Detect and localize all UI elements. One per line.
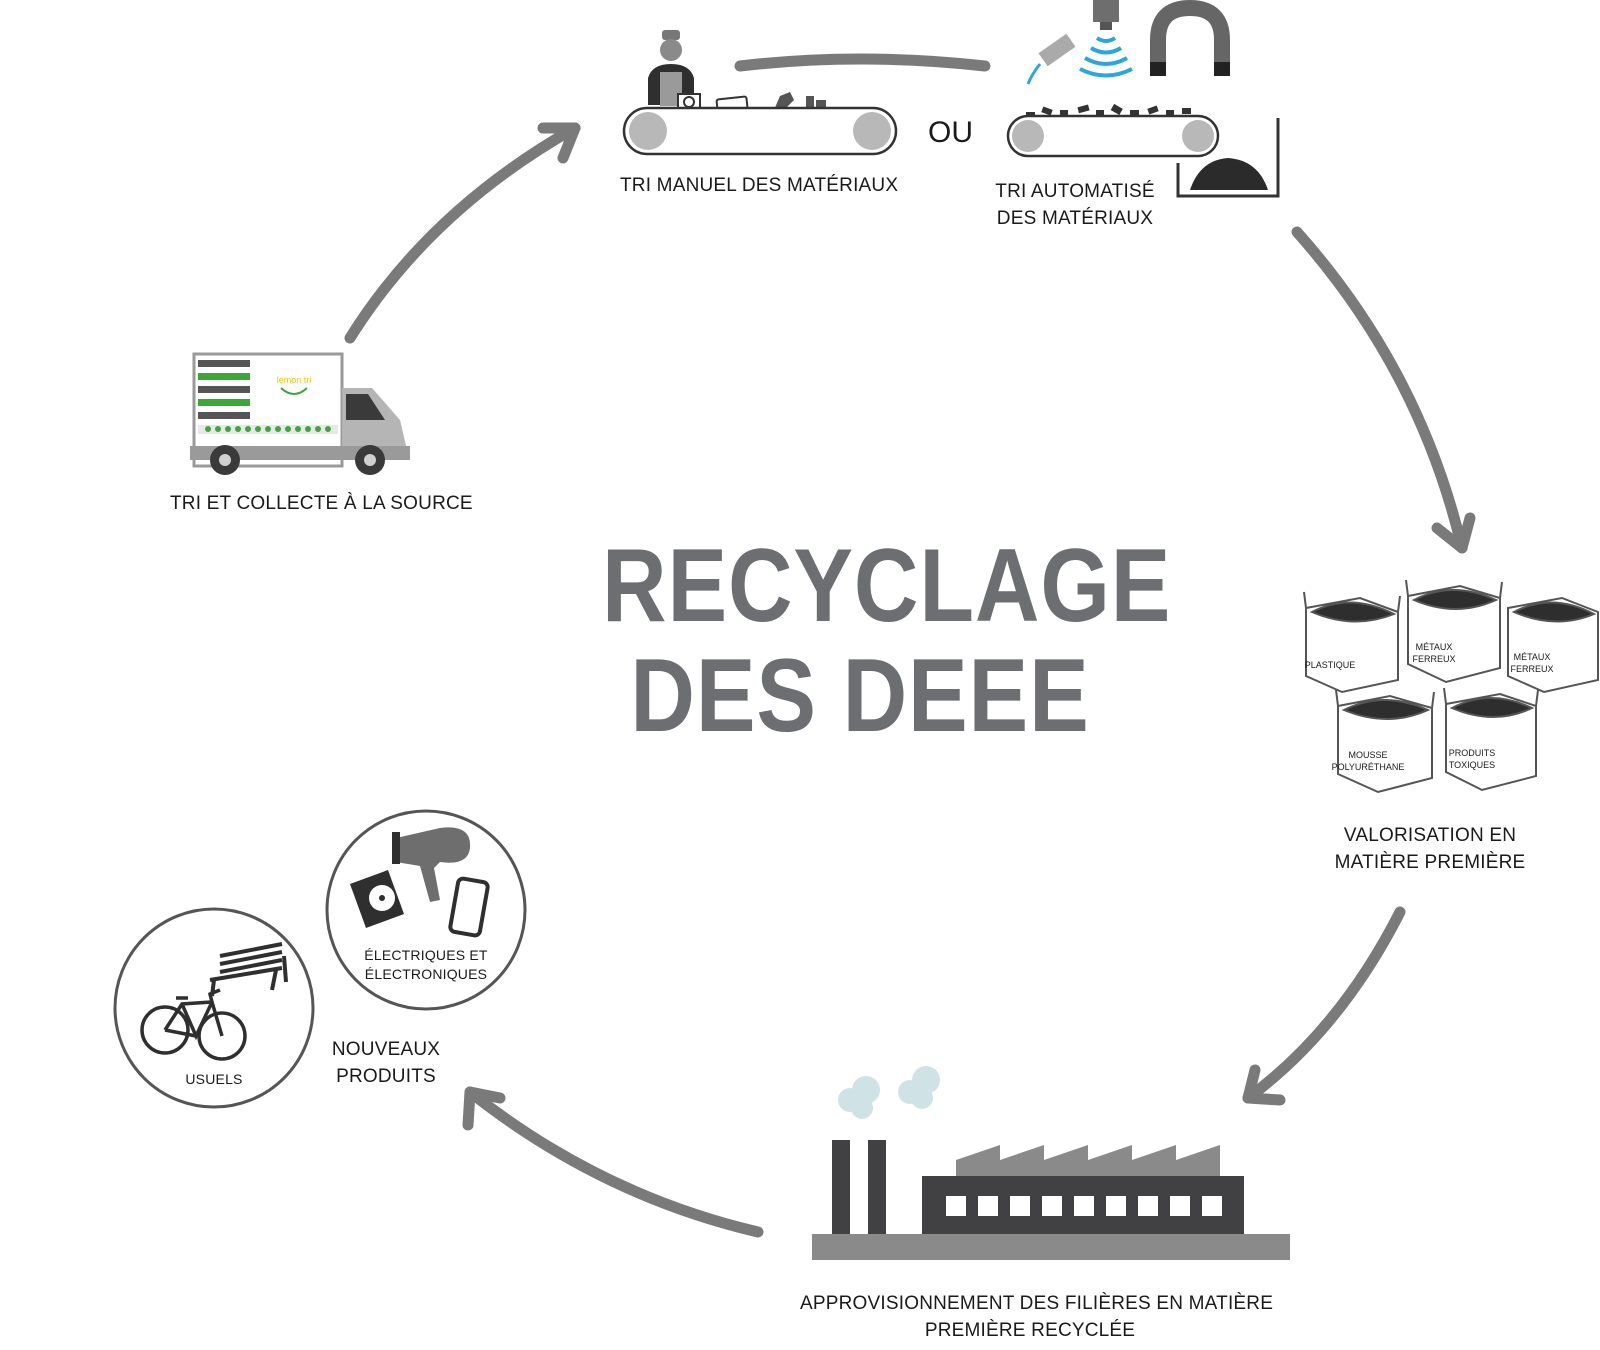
label-supply-line2: PREMIÈRE RECYCLÉE xyxy=(924,1320,1136,1341)
label-usual: USUELS xyxy=(185,1071,243,1087)
bag-label: MÉTAUX xyxy=(1514,652,1551,662)
bag-label: FERREUX xyxy=(1510,664,1553,674)
bag-label: PRODUITS xyxy=(1449,748,1496,758)
product-circle-usual xyxy=(113,907,315,1109)
bag-metaux-2 xyxy=(1507,596,1599,694)
label-auto-sort-line1: TRI AUTOMATISÉ xyxy=(995,181,1155,202)
arrow-collect-to-sort xyxy=(344,122,581,344)
bag-metaux-1 xyxy=(1405,579,1503,684)
label-new-products-line1: NOUVEAUX xyxy=(331,1039,441,1060)
diagram-title-line1: RECYCLAGE xyxy=(602,528,1172,644)
diagram-title-line2: DES DEEE xyxy=(630,638,1090,754)
label-manual-sort: TRI MANUEL DES MATÉRIAUX xyxy=(620,175,899,196)
bag-plastique xyxy=(1303,591,1401,694)
arrow-supply-to-products-head xyxy=(462,1086,506,1131)
label-supply-line1: APPROVISIONNEMENT DES FILIÈRES EN MATIÈR… xyxy=(800,1293,1274,1314)
label-collect: TRI ET COLLECTE À LA SOURCE xyxy=(170,493,473,514)
arrow-recovery-to-supply-head xyxy=(1242,1064,1286,1106)
bag-label: MOUSSE xyxy=(1348,750,1387,760)
bag-label: TOXIQUES xyxy=(1449,760,1495,770)
bag-produits-toxiques xyxy=(1443,687,1539,792)
truck-brand: lemon tri xyxy=(277,375,312,385)
label-recovery-line2: MATIÈRE PREMIÈRE xyxy=(1334,852,1526,873)
truck-illustration: lemon tri xyxy=(190,352,410,475)
arrow-sort-to-recovery xyxy=(1291,226,1468,554)
label-new-products-line2: PRODUITS xyxy=(336,1066,436,1087)
label-electric-line2: ÉLECTRONIQUES xyxy=(364,966,488,982)
label-electric-line1: ÉLECTRIQUES ET xyxy=(364,947,488,963)
label-recovery-line1: VALORISATION EN xyxy=(1343,825,1517,846)
bag-label: PLASTIQUE xyxy=(1305,660,1356,670)
bag-label: MÉTAUX xyxy=(1416,642,1453,652)
bag-label: FERREUX xyxy=(1412,654,1455,664)
arrow-recovery-to-supply xyxy=(1242,906,1406,1104)
product-circle-electric xyxy=(325,809,527,1011)
arrow-top-connector xyxy=(734,53,991,72)
bag-mousse xyxy=(1335,689,1435,794)
auto-sort-illustration xyxy=(1006,0,1280,198)
label-auto-sort-line2: DES MATÉRIAUX xyxy=(996,208,1154,229)
bag-label: POLYURÉTHANE xyxy=(1332,762,1405,772)
arrow-supply-to-products xyxy=(464,1086,764,1238)
arrow-sort-to-recovery-head xyxy=(1431,512,1476,554)
factory-illustration xyxy=(812,1066,1290,1260)
big-bags: PLASTIQUE MÉTAUX FERREUX MÉTAUX FERREUX … xyxy=(1303,579,1599,794)
arrow-collect-to-sort-head xyxy=(537,122,581,164)
label-or: OU xyxy=(928,116,973,149)
cycle-arrows xyxy=(344,53,1476,1238)
manual-sort-illustration xyxy=(622,30,898,156)
